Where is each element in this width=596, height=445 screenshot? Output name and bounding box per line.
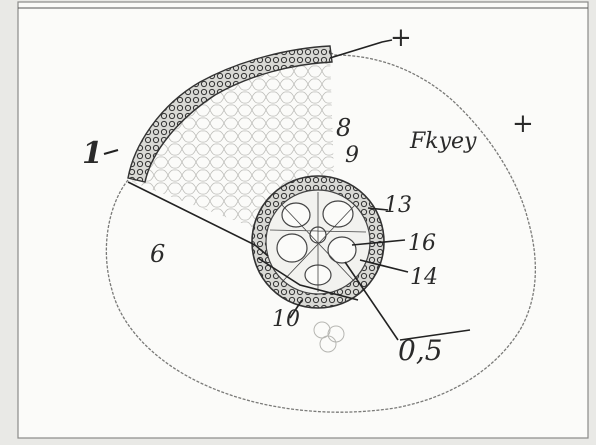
label-plus-top: + — [390, 23, 412, 53]
label-8: 8 — [336, 114, 351, 142]
label-9: 9 — [345, 143, 359, 168]
label-14: 14 — [410, 265, 438, 290]
handwritten-note: Fkyey — [409, 129, 477, 154]
label-plus-right: + — [512, 109, 534, 139]
label-6: 6 — [150, 240, 165, 268]
label-1: 1 — [82, 136, 103, 171]
label-0-5: 0,5 — [398, 334, 443, 367]
label-16: 16 — [408, 231, 436, 256]
label-13: 13 — [384, 193, 412, 218]
label-10: 10 — [272, 307, 300, 332]
